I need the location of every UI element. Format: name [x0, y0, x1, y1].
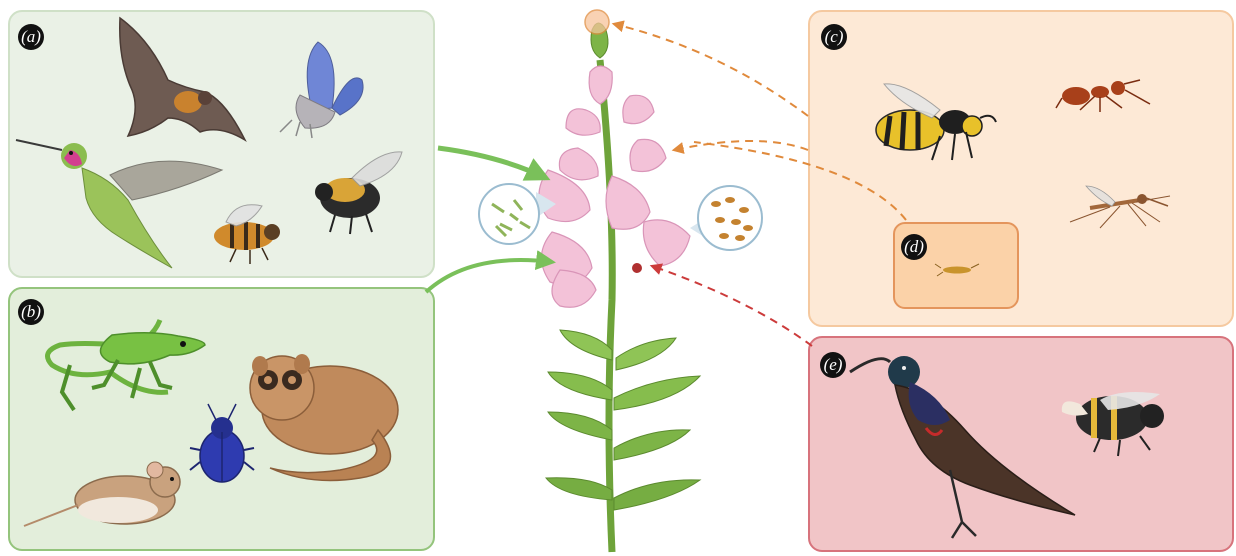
panel-d-badge: (d): [901, 234, 927, 260]
mosquito-illustration: [1070, 186, 1170, 228]
apical-bud-highlight: [585, 10, 609, 34]
arrow-b-to-flower: [426, 260, 552, 292]
snapdragon-plant-illustration: [539, 10, 700, 552]
ant-illustration: [1056, 80, 1150, 112]
wasp-illustration: [876, 84, 996, 160]
anole-lizard-illustration: [48, 320, 206, 410]
panel-c-label: (c): [825, 24, 844, 50]
bat-illustration: [120, 18, 245, 140]
panel-a-badge: (a): [18, 24, 44, 50]
arrow-e-to-bud: [652, 266, 812, 346]
arrow-a-to-flower: [438, 148, 546, 178]
mouse-illustration: [24, 462, 180, 526]
panel-a-label: (a): [21, 24, 41, 50]
panel-b-badge: (b): [18, 299, 44, 325]
beetle-illustration: [190, 404, 254, 482]
panel-e-label: (e): [824, 352, 843, 378]
sunbird-illustration: [850, 356, 1075, 538]
hummingbird-illustration: [16, 140, 222, 268]
panel-c-badge: (c): [821, 24, 847, 50]
bumblebee-e-illustration: [1062, 392, 1164, 456]
bumblebee-a-illustration: [315, 152, 402, 234]
pollen-inset-right: [690, 186, 762, 250]
mouse-lemur-illustration: [250, 354, 398, 480]
panel-d-label: (d): [904, 234, 924, 260]
butterfly-illustration: [280, 42, 363, 138]
panel-b-label: (b): [21, 299, 41, 325]
panel-e-badge: (e): [820, 352, 846, 378]
honeybee-illustration: [214, 205, 280, 264]
